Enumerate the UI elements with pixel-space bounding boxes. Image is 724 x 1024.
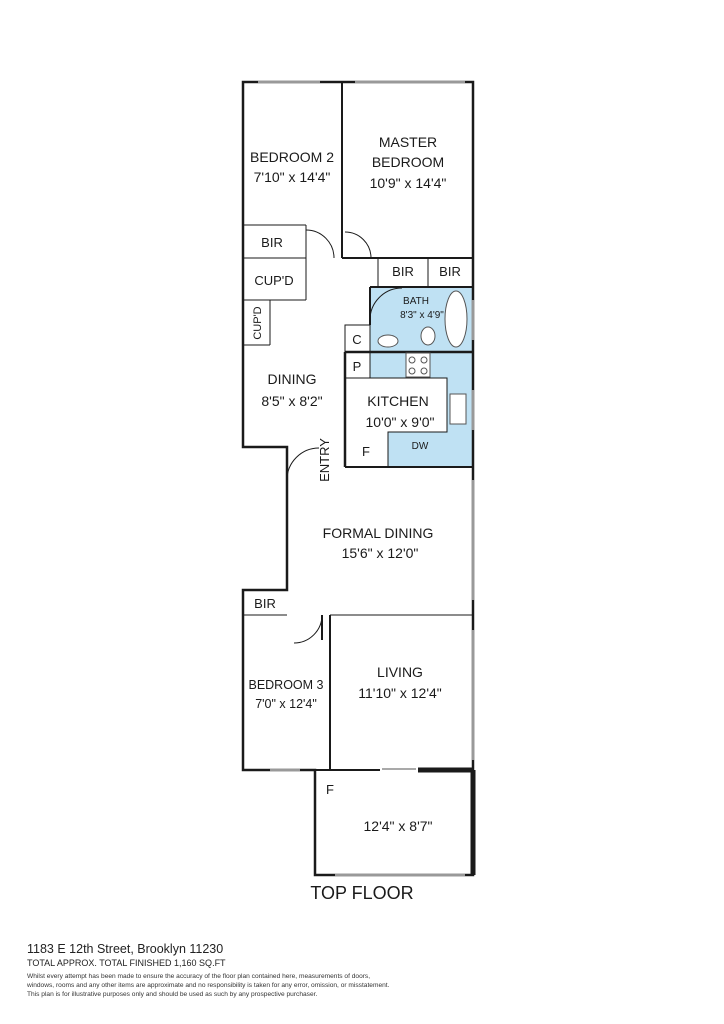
bathtub-icon <box>444 290 468 348</box>
room-cupd-1: CUP'D <box>254 273 293 288</box>
room-bir-4: BIR <box>254 596 276 611</box>
room-name-living: LIVING <box>377 664 423 680</box>
terrace-f: F <box>326 782 334 797</box>
room-size-bath: 8'3" x 4'9" <box>400 310 444 321</box>
total-area: TOTAL APPROX. TOTAL FINISHED 1,160 SQ.FT <box>27 958 226 968</box>
room-name-dining: DINING <box>268 371 317 387</box>
kitchen-dishwasher-dw: DW <box>412 441 429 452</box>
room-cupd-2: CUP'D <box>252 306 264 339</box>
room-name-master-2: BEDROOM <box>372 154 444 170</box>
room-name-kitchen: KITCHEN <box>367 393 428 409</box>
room-size-formal-dining: 15'6" x 12'0" <box>342 545 419 561</box>
walls <box>241 80 476 877</box>
disclaimer-line: Whilst every attempt has been made to en… <box>27 973 371 980</box>
floor-label: TOP FLOOR <box>310 883 413 903</box>
room-bir-2: BIR <box>392 264 414 279</box>
disclaimer-line: This plan is for illustrative purposes o… <box>27 991 318 998</box>
room-size-dining: 8'5" x 8'2" <box>261 393 322 409</box>
room-pantry-p: P <box>353 359 362 374</box>
room-size-living: 11'10" x 12'4" <box>358 685 442 701</box>
room-bir-3: BIR <box>439 264 461 279</box>
windows <box>258 80 475 877</box>
room-size-kitchen: 10'0" x 9'0" <box>366 414 435 430</box>
sink-icon <box>377 334 399 348</box>
room-name-bath: BATH <box>403 296 429 307</box>
room-size-bedroom3: 7'0" x 12'4" <box>255 697 317 711</box>
room-name-master-1: MASTER <box>379 134 437 150</box>
fixtures <box>377 290 468 425</box>
kitchen-fridge-f: F <box>362 444 370 459</box>
entry-label: ENTRY <box>317 438 332 482</box>
doors <box>286 229 416 770</box>
room-name-formal-dining: FORMAL DINING <box>323 525 434 541</box>
room-size-terrace: 12'4" x 8'7" <box>364 818 433 834</box>
toilet-icon <box>420 326 436 346</box>
kitchen-sink-icon <box>449 393 467 425</box>
room-name-bedroom3: BEDROOM 3 <box>248 678 323 692</box>
room-size-master: 10'9" x 14'4" <box>370 175 447 191</box>
room-closet-c: C <box>352 332 361 347</box>
property-address: 1183 E 12th Street, Brooklyn 11230 <box>27 942 224 956</box>
room-bir-1: BIR <box>261 235 283 250</box>
room-name-bedroom2: BEDROOM 2 <box>250 149 334 165</box>
disclaimer-line: windows, rooms and any other items are a… <box>27 982 390 989</box>
room-size-bedroom2: 7'10" x 14'4" <box>254 169 331 185</box>
